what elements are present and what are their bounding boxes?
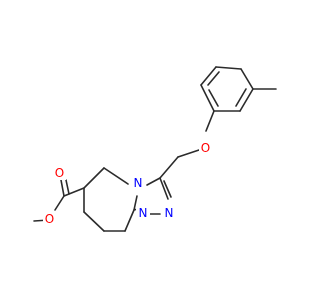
atom-labels: O N N N O O bbox=[43, 141, 212, 226]
bonds bbox=[33, 66, 277, 232]
carbonyl-oxygen-label: O bbox=[55, 166, 64, 180]
bond bbox=[65, 179, 70, 195]
molecule-diagram: O N N N O O bbox=[33, 66, 277, 232]
bond bbox=[60, 179, 65, 197]
bond bbox=[124, 209, 135, 232]
bond bbox=[239, 88, 254, 112]
bond bbox=[159, 177, 169, 200]
bond bbox=[54, 195, 65, 211]
bond bbox=[133, 195, 138, 211]
bond bbox=[159, 156, 179, 179]
bond bbox=[177, 149, 200, 158]
bond bbox=[200, 66, 217, 86]
bond bbox=[235, 88, 247, 107]
bond bbox=[163, 180, 172, 198]
bond bbox=[83, 211, 105, 232]
bond bbox=[208, 89, 219, 107]
triazole-nitrogen-label: N bbox=[165, 206, 174, 220]
bond bbox=[215, 66, 242, 70]
bond bbox=[146, 177, 161, 186]
bond bbox=[83, 167, 105, 189]
bridge-nitrogen-label: N bbox=[134, 176, 143, 190]
ester-oxygen-label: O bbox=[45, 212, 54, 226]
bond bbox=[103, 167, 129, 185]
structure-svg: O N N N O O bbox=[33, 66, 277, 232]
bond bbox=[200, 84, 215, 112]
bond bbox=[63, 187, 85, 197]
bond bbox=[205, 110, 215, 132]
phenoxy-oxygen-label: O bbox=[201, 141, 210, 155]
bond bbox=[207, 71, 220, 86]
bond bbox=[240, 68, 254, 90]
triazole-nitrogen-label: N bbox=[139, 206, 148, 220]
